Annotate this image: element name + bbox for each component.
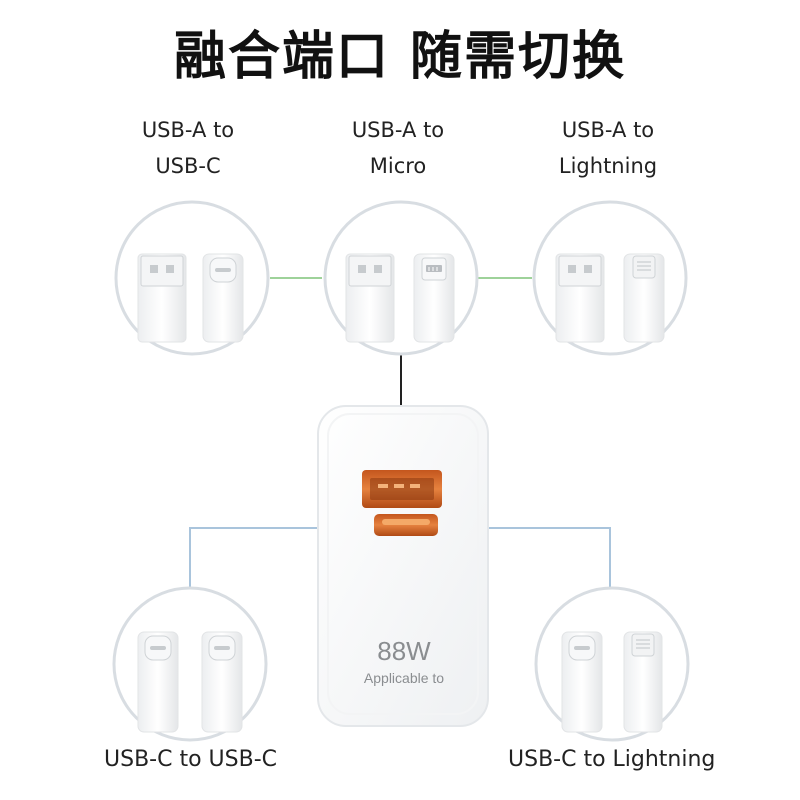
label-usbc-to-lightning: USB-C to Lightning [508,747,716,772]
label-line-1: USB-A to [141,118,235,142]
usb-a-plug-icon [345,253,395,343]
lightning-plug-icon [623,631,663,733]
usb-c-plug-icon [201,631,243,733]
label-line-2: USB-C [155,154,221,178]
circle-usba-to-micro [323,200,479,356]
label-usba-to-micro: USB-A to Micro [288,112,508,184]
page-title: 融合端口 随需切换 [173,27,627,87]
micro-usb-plug-icon [413,253,455,343]
circle-usbc-to-lightning [534,586,690,742]
label-line-1: USB-A to [351,118,445,142]
charger-wattage: 88W [377,636,431,666]
label-line-2: Micro [369,154,427,178]
usb-c-plug-icon [561,631,603,733]
circle-usba-to-lightning [532,200,688,356]
lightning-plug-icon [623,253,665,343]
usb-a-plug-icon [137,253,187,343]
label-usba-to-lightning: USB-A to Lightning [498,112,718,184]
circle-usbc-to-usbc [112,586,268,742]
charger-body [317,405,489,727]
usb-a-plug-icon [555,253,605,343]
usb-c-plug-icon [137,631,179,733]
usb-c-plug-icon [202,253,244,343]
label-line-1: USB-A to [561,118,655,142]
usb-port-icon [362,470,442,536]
label-usbc-to-usbc: USB-C to USB-C [104,747,277,772]
charger-subtitle: Applicable to [364,670,444,686]
label-usba-to-usbc: USB-A to USB-C [78,112,298,184]
label-line-2: Lightning [558,154,658,178]
circle-usba-to-usbc [114,200,270,356]
